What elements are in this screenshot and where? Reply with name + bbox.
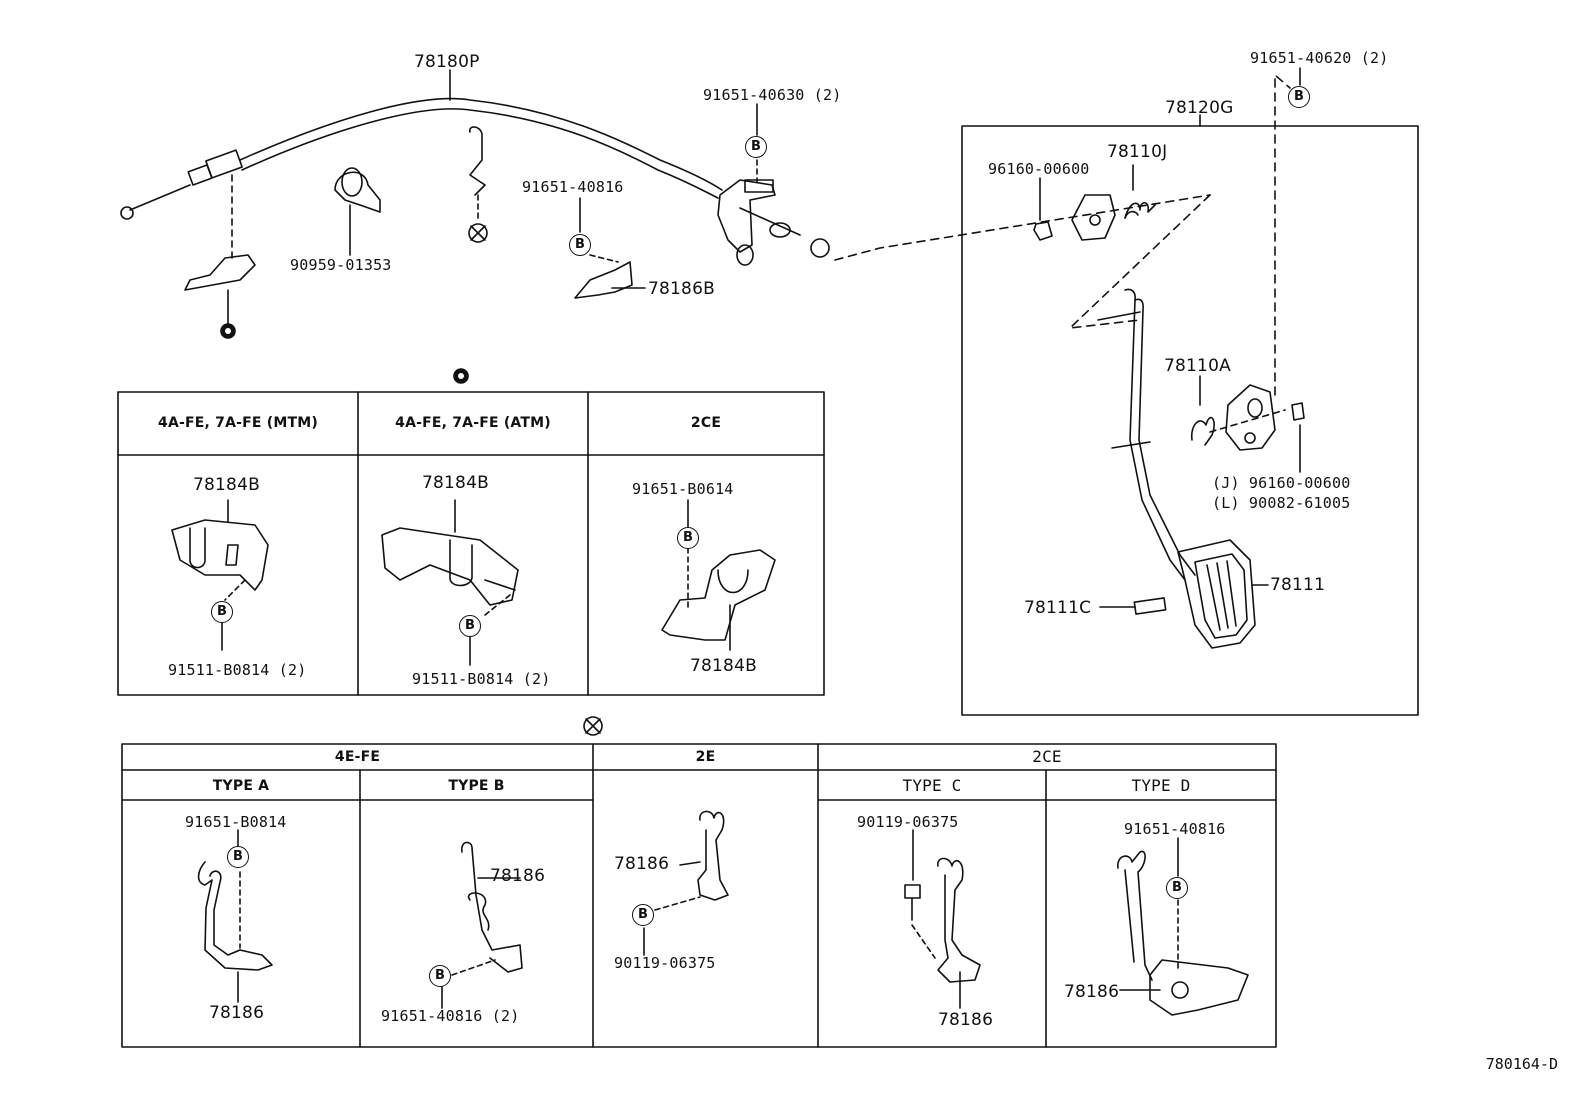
table-x-a-part: 78186 [209, 1003, 265, 1023]
part-label-top-right-bolt: 91651-40620 (2) [1250, 49, 1389, 67]
table-dot-header-1: 4A-FE, 7A-FE (MTM) [158, 415, 318, 431]
table-x-parts-drawing [197, 810, 1249, 1016]
table-x-b-bolt: 91651-40816 (2) [381, 1007, 520, 1025]
table-dot-c2-part: 78184B [422, 473, 489, 493]
part-label-nut-upper: 96160-00600 [988, 160, 1090, 178]
table-x-c-bolt: 90119-06375 [857, 813, 959, 831]
table-dot-c3-bolt: 91651-B0614 [632, 480, 734, 498]
cable-end-bracket-drawing [717, 103, 1211, 266]
table-dot-c1-bolt: 91511-B0814 (2) [168, 661, 307, 679]
cable-hook-drawing [468, 126, 488, 243]
part-label-bracket: 78186B [648, 279, 715, 299]
table-x-e-part: 78186 [614, 854, 670, 874]
part-label-nut-j: (J) 96160-00600 [1212, 474, 1351, 492]
part-label-cable: 78180P [414, 52, 480, 72]
table-dot-header-3: 2CE [690, 415, 722, 431]
cable-clamp-drawing [334, 167, 381, 256]
table-dot-c3-part: 78184B [690, 656, 757, 676]
bolt-b-marker: B [1288, 86, 1310, 108]
bolt-b-marker: B [227, 846, 249, 868]
table-x-type-a: TYPE A [212, 778, 270, 794]
table-x-group-2e: 2E [695, 749, 716, 765]
part-label-spring-upper: 78110J [1107, 142, 1168, 162]
bolt-b-marker: B [745, 136, 767, 158]
part-label-cable-clamp: 90959-01353 [290, 256, 392, 274]
part-label-nut-l: (L) 90082-61005 [1212, 494, 1351, 512]
bracket-78186b-drawing [574, 197, 646, 299]
part-label-pedal-assembly: 78120G [1165, 98, 1234, 118]
table-x-type-b: TYPE B [448, 778, 505, 794]
part-label-cable-bolt: 91651-40630 (2) [703, 86, 842, 104]
bolt-b-marker: B [459, 615, 481, 637]
dot-marker-drawing [453, 368, 469, 384]
table-x-c-part: 78186 [938, 1010, 994, 1030]
table-x-group-2ce: 2CE [1032, 747, 1062, 766]
bolt-b-marker: B [677, 527, 699, 549]
bolt-b-marker: B [569, 234, 591, 256]
table-x-d-part: 78186 [1064, 982, 1120, 1002]
table-dot-c2-bolt: 91511-B0814 (2) [412, 670, 551, 688]
part-label-stopper: 78111C [1024, 598, 1092, 618]
bolt-b-marker: B [429, 965, 451, 987]
table-x-b-part: 78186 [490, 866, 546, 886]
table-x-type-d: TYPE D [1131, 776, 1191, 795]
table-x-a-bolt: 91651-B0814 [185, 813, 287, 831]
part-label-spring-lower: 78110A [1164, 356, 1231, 376]
table-dot-parts-drawing [171, 499, 776, 666]
part-label-bracket-bolt: 91651-40816 [522, 178, 624, 196]
table-dot-header-2: 4A-FE, 7A-FE (ATM) [395, 415, 551, 431]
table-x-e-bolt: 90119-06375 [614, 954, 716, 972]
accelerator-cable-drawing [120, 69, 723, 339]
pedal-assembly-box [961, 125, 1419, 716]
table-dot-c1-part: 78184B [193, 475, 260, 495]
x-marker-drawing [583, 716, 603, 736]
bolt-b-marker: B [1166, 877, 1188, 899]
table-x-type-c: TYPE C [902, 776, 962, 795]
bolt-b-marker: B [211, 601, 233, 623]
table-dot-frame [117, 391, 825, 696]
part-label-pedal: 78111 [1270, 575, 1326, 595]
table-x-group-4efe: 4E-FE [334, 749, 381, 765]
table-x-frame [121, 743, 1277, 1048]
bolt-b-marker: B [632, 904, 654, 926]
table-x-d-bolt: 91651-40816 [1124, 820, 1226, 838]
diagram-reference-number: 780164-D [1485, 1055, 1558, 1073]
pedal-assembly-drawing [1033, 67, 1305, 649]
